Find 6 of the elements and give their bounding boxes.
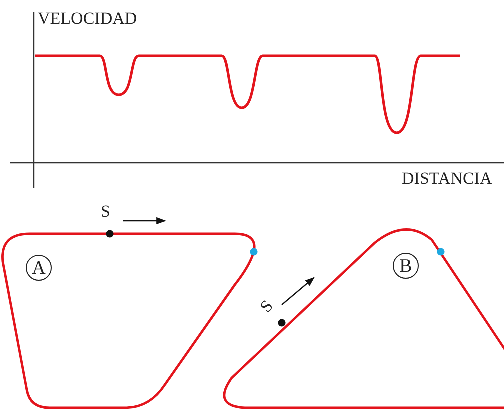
axis-label: DISTANCIA: [402, 170, 492, 187]
start-label: S: [257, 297, 276, 316]
axis-label: VELOCIDAD: [38, 10, 138, 27]
circled-letter: B: [393, 253, 419, 279]
circled-letter: A: [26, 255, 52, 281]
start-label: S: [101, 203, 110, 220]
